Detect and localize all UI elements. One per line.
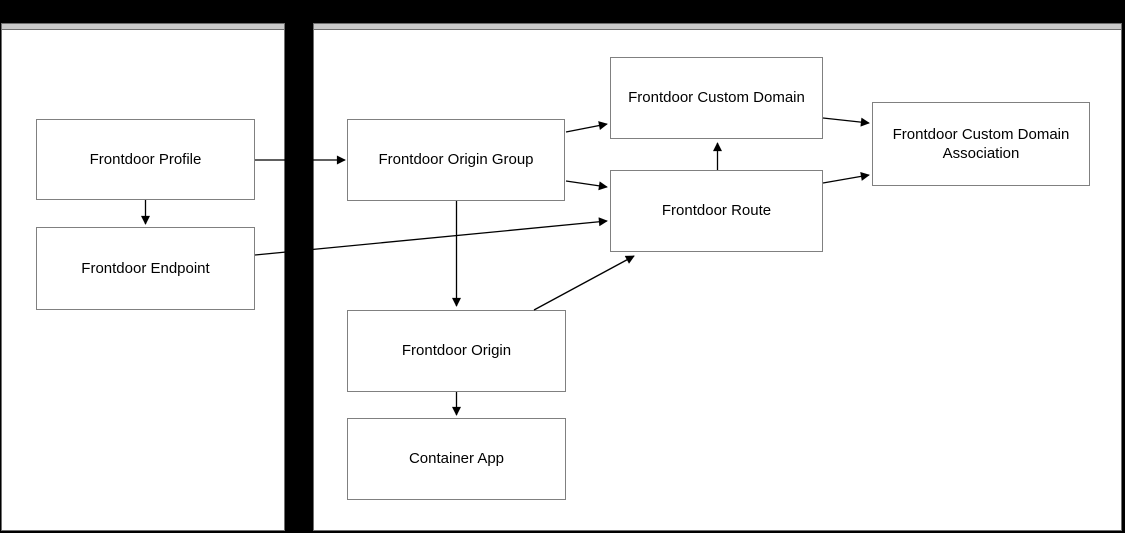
node-frontdoor-origin-label: Frontdoor Origin bbox=[401, 342, 512, 360]
node-frontdoor-endpoint: Frontdoor Endpoint bbox=[36, 227, 255, 310]
node-frontdoor-route-label: Frontdoor Route bbox=[661, 202, 772, 220]
node-frontdoor-endpoint-label: Frontdoor Endpoint bbox=[81, 259, 210, 277]
node-frontdoor-custom-domain-label: Frontdoor Custom Domain bbox=[628, 89, 805, 107]
right-panel-titlebar bbox=[314, 24, 1121, 30]
node-frontdoor-origin-group-label: Frontdoor Origin Group bbox=[378, 151, 534, 169]
node-frontdoor-profile: Frontdoor Profile bbox=[36, 119, 255, 200]
node-frontdoor-origin-group: Frontdoor Origin Group bbox=[347, 119, 565, 201]
node-container-app: Container App bbox=[347, 418, 566, 500]
node-frontdoor-profile-label: Frontdoor Profile bbox=[89, 150, 202, 168]
left-panel-titlebar bbox=[2, 24, 284, 30]
node-frontdoor-custom-domain-association-label: Frontdoor Custom Domain Association bbox=[892, 125, 1070, 163]
node-frontdoor-custom-domain: Frontdoor Custom Domain bbox=[610, 57, 823, 139]
node-frontdoor-route: Frontdoor Route bbox=[610, 170, 823, 252]
node-frontdoor-origin: Frontdoor Origin bbox=[347, 310, 566, 392]
node-frontdoor-custom-domain-association: Frontdoor Custom Domain Association bbox=[872, 102, 1090, 186]
node-container-app-label: Container App bbox=[408, 450, 505, 468]
